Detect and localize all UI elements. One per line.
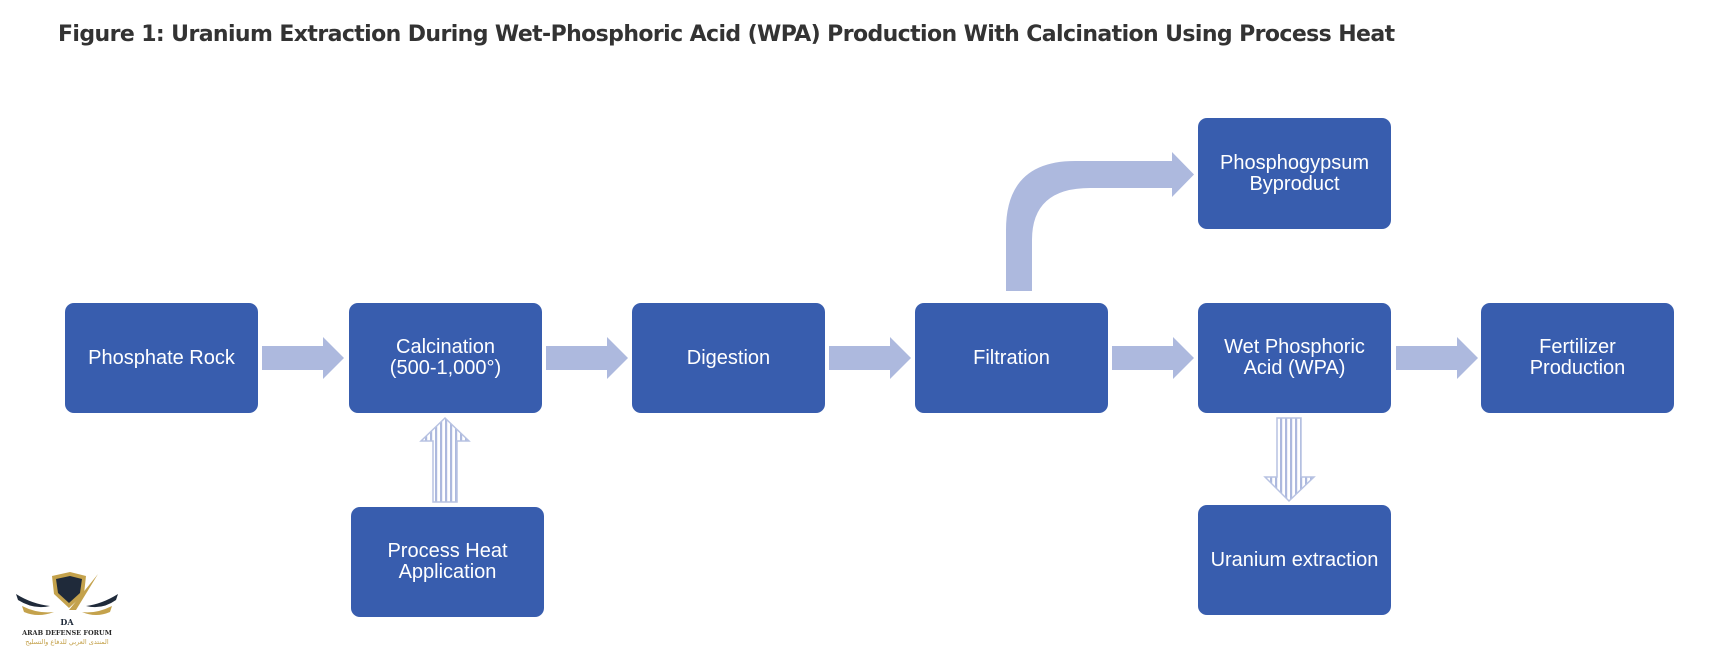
node-phosphogypsum-byproduct: Phosphogypsum Byproduct [1198, 118, 1391, 229]
figure-title: Figure 1: Uranium Extraction During Wet-… [58, 22, 1395, 47]
node-process-heat-application: Process Heat Application [351, 507, 544, 617]
watermark-monogram: DA [60, 617, 74, 627]
node-phosphate-rock: Phosphate Rock [65, 303, 258, 413]
arrow-filtration-to-wpa [1112, 337, 1194, 379]
arrow-wpa-to-uranium [1263, 417, 1316, 503]
node-fertilizer-production: Fertilizer Production [1481, 303, 1674, 413]
arrow-filtration-to-phosphogypsum [1006, 152, 1194, 291]
node-calcination: Calcination (500-1,000°) [349, 303, 542, 413]
shield-wings-icon: DA [16, 572, 118, 627]
watermark-name: ARAB DEFENSE FORUM [22, 629, 112, 637]
node-filtration: Filtration [915, 303, 1108, 413]
arrow-digestion-to-filtration [829, 337, 911, 379]
arrow-wpa-to-fertilizer [1396, 337, 1478, 379]
arrow-calcination-to-digestion [546, 337, 628, 379]
arrow-processheat-to-calcination [419, 416, 471, 503]
watermark-logo: DA ARAB DEFENSE FORUM المنتدى العربي للد… [12, 570, 122, 648]
node-uranium-extraction: Uranium extraction [1198, 505, 1391, 615]
arrow-rock-to-calcination [262, 337, 344, 379]
node-digestion: Digestion [632, 303, 825, 413]
node-wet-phosphoric-acid: Wet Phosphoric Acid (WPA) [1198, 303, 1391, 413]
watermark-name-arabic: المنتدى العربي للدفاع والتسليح [25, 638, 109, 646]
